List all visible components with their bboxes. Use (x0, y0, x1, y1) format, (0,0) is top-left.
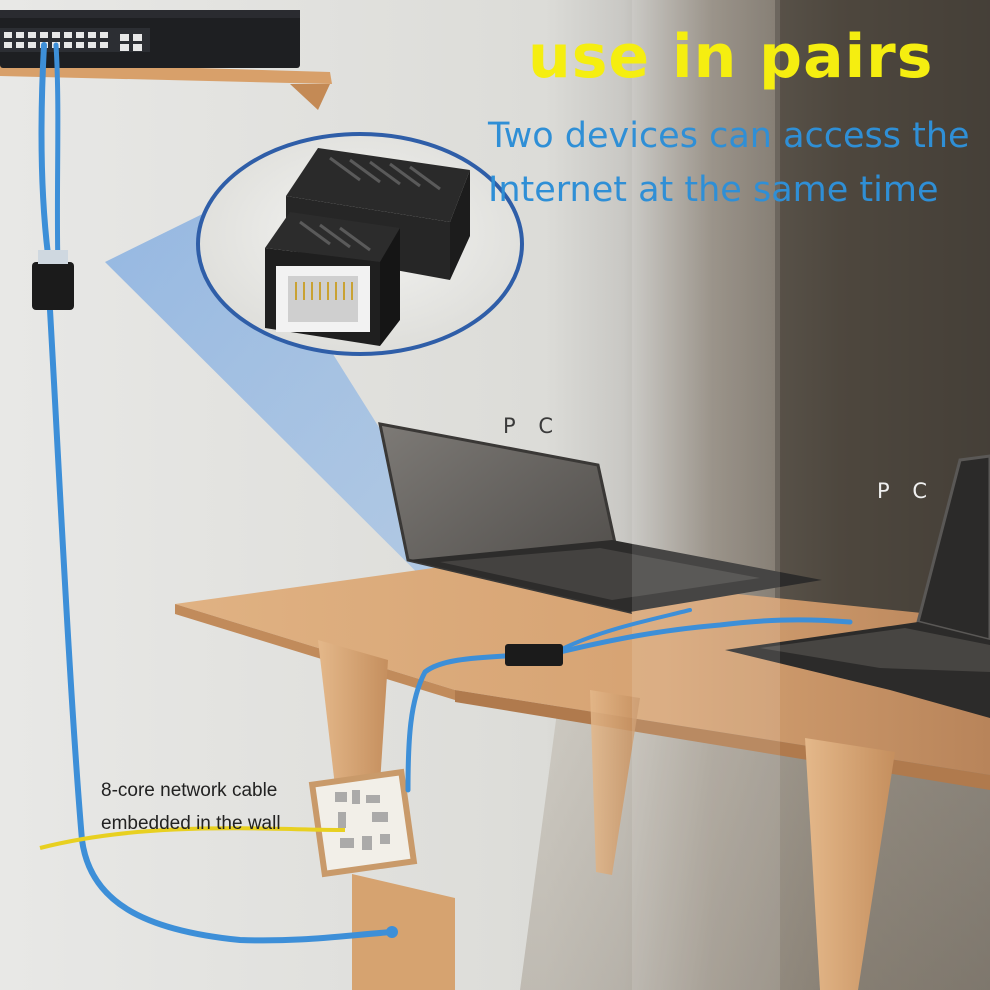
table-top (175, 565, 990, 775)
shelf-bracket (290, 84, 330, 110)
table-leg-left (318, 640, 388, 815)
cable-splitter-table (505, 644, 563, 666)
wall-socket-back (308, 768, 418, 878)
headline-text: use in pairs (528, 22, 934, 92)
pc-label-left: P C (503, 414, 562, 438)
switch-top-edge (0, 10, 300, 18)
network-cables (38, 42, 853, 944)
laptop-right-keyboard (760, 628, 990, 672)
cable-splitter-wall (32, 262, 74, 310)
table-leg-middle (590, 690, 640, 875)
cable-note-line-1: 8-core network cable (101, 780, 278, 801)
laptop-left-keyboard (440, 548, 760, 600)
cable-note-line-2: embedded in the wall (101, 813, 281, 834)
splitter-closeup (265, 148, 470, 346)
subtitle-line-1: Two devices can access the (488, 116, 970, 156)
subtitle-line-2: Internet at the same time (488, 170, 939, 210)
glass-divider (632, 0, 780, 990)
wall-socket-pattern (335, 790, 390, 850)
switch-ports (4, 32, 142, 51)
cable-note: 8-core network cable embedded in the wal… (101, 774, 281, 840)
splitter-plug-top (38, 250, 68, 264)
table-leg-right (805, 738, 895, 990)
embedded-cable (39, 826, 346, 850)
pc-label-right: P C (877, 479, 936, 503)
wall-plate (352, 874, 455, 990)
